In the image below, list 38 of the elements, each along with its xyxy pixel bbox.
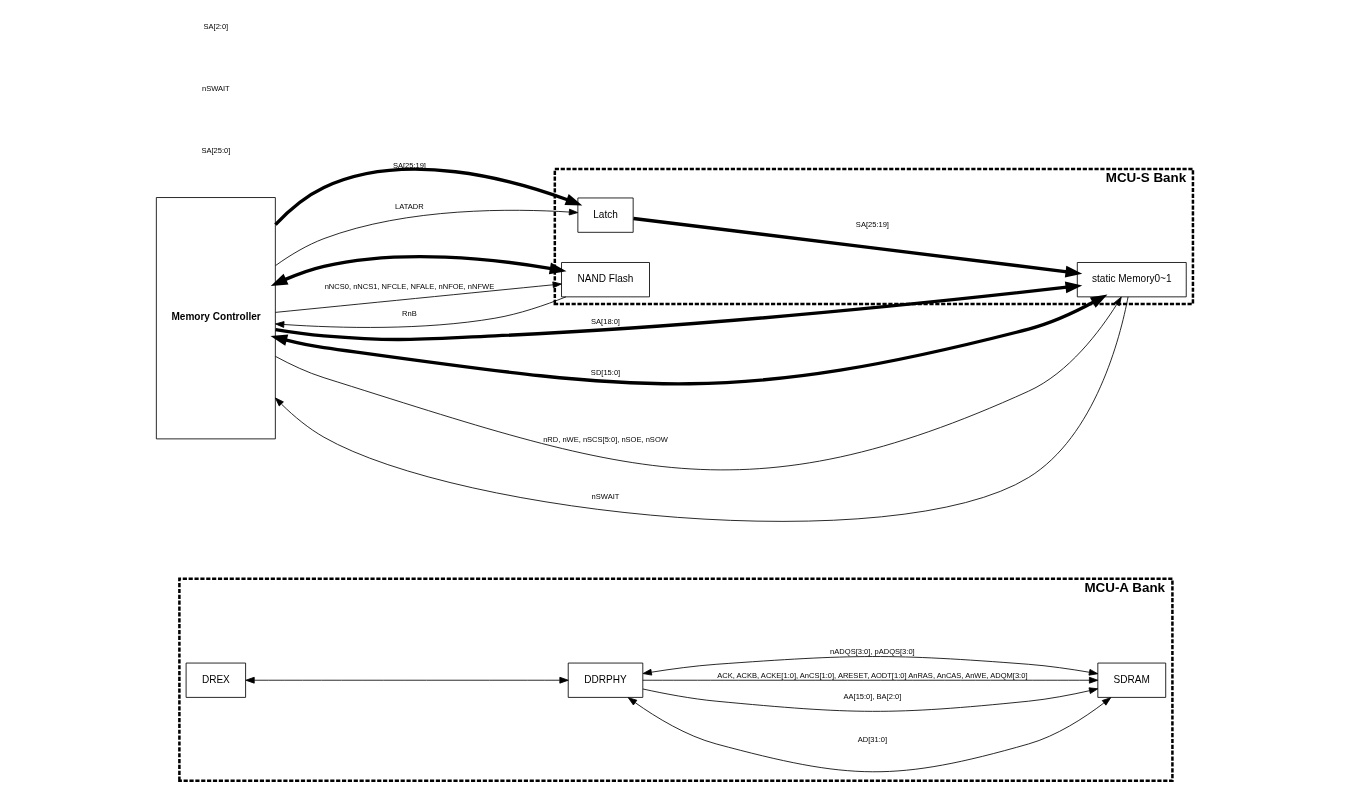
arrow (642, 656, 1098, 676)
edge-label: AD[31:0] (857, 734, 887, 744)
edge-label: AA[15:0], BA[2:0] (843, 691, 901, 701)
edge-label: ACK, ACKB, ACKE[1:0], AnCS[1:0], ARESET, AODT[1:0] AnRAS, AnCAS, AnWE, ADQM[3:0] (716, 670, 1027, 680)
node-box: static Memory0~1 (1076, 262, 1187, 298)
edge-label: nNCS0, nNCS1, NFCLE, NFALE, nNFOE, nNFWE (324, 282, 494, 292)
node-box: SDRAM (1096, 662, 1166, 698)
node-box: NAND Flash (560, 262, 650, 298)
arrow (274, 296, 566, 328)
label: SA[25:0] (200, 146, 230, 156)
arrow (627, 697, 1111, 773)
label: SA[2:0] (203, 22, 228, 32)
label: nSWAIT (201, 84, 230, 94)
edge-label: SA[25:19] (855, 220, 889, 230)
node-box: Memory Controller (155, 197, 276, 440)
arrow (642, 687, 1098, 712)
edge-label: SA[25:19] (392, 160, 426, 170)
edge-label: nSWAIT (591, 492, 619, 502)
arrow (632, 216, 1082, 278)
edge-label: nADQS[3:0], pADQS[3:0] (829, 646, 915, 656)
edge-label: nRD, nWE, nSCS[5:0], nSOE, nSOW (542, 434, 668, 444)
arrow (274, 281, 562, 313)
node-box: DREX (185, 662, 246, 698)
arrow (274, 296, 1128, 522)
arrow (641, 676, 1098, 684)
node-box: DDRPHY (567, 662, 643, 698)
arrow (274, 296, 1122, 471)
arrow (274, 208, 578, 266)
arrow (273, 167, 582, 226)
arrow (274, 281, 1082, 342)
arrow (270, 254, 566, 287)
edge-label: LATADR (394, 201, 424, 211)
edge-label: RnB (401, 308, 417, 318)
arrow (270, 294, 1107, 386)
edge-label: SA[18:0] (590, 317, 620, 327)
node-box: Latch (576, 197, 634, 233)
arrow (244, 676, 569, 684)
edge-label: SD[15:0] (590, 367, 620, 377)
